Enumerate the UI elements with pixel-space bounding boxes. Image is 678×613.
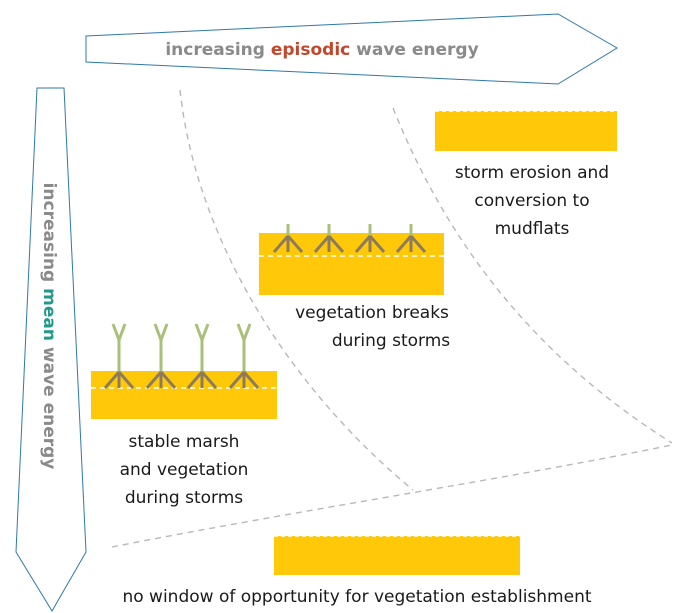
healthy-plant	[186, 323, 218, 389]
no-window-label: no window of opportunity for vegetation …	[122, 587, 591, 607]
boundary-line-lower	[111, 444, 673, 548]
broken-plant	[354, 224, 386, 253]
regime-boundaries	[111, 89, 673, 548]
stable-label-line2: and vegetation	[120, 460, 249, 480]
healthy-plant	[228, 323, 260, 389]
mean-keyword: mean	[39, 288, 59, 341]
stable-label-line1: stable marsh	[129, 432, 240, 452]
storm-label-line3: mudflats	[495, 219, 570, 239]
stable-label-line3: during storms	[125, 488, 243, 508]
stable-marsh-label: stable marsh and vegetation during storm…	[120, 432, 249, 508]
no-window-block	[274, 535, 520, 575]
broken-veg-sediment	[259, 233, 444, 295]
stable-marsh-block	[91, 323, 277, 419]
boundary-curve-inner	[179, 89, 414, 491]
stable-marsh-sediment	[91, 371, 277, 419]
storm-label-line2: conversion to	[474, 191, 589, 211]
no-window-sediment	[274, 536, 520, 575]
mean-arrow-label: increasing mean wave energy	[39, 183, 59, 470]
healthy-plant	[145, 323, 177, 389]
episodic-arrow-shape	[85, 13, 618, 85]
boundary-curve-outer	[392, 107, 673, 444]
mean-energy-arrow: increasing mean wave energy	[15, 87, 87, 612]
episodic-arrow-label: increasing episodic wave energy	[165, 40, 478, 60]
broken-plant	[395, 224, 427, 253]
mudflat-block	[435, 110, 617, 151]
breaks-label-line1: vegetation breaks	[295, 303, 449, 323]
broken-vegetation-block	[259, 224, 444, 295]
broken-plant	[272, 224, 304, 253]
storm-erosion-label: storm erosion and conversion to mudflats	[455, 163, 609, 239]
mean-arrow-shape	[15, 87, 87, 612]
healthy-plant	[103, 323, 135, 389]
broken-plant	[313, 224, 345, 253]
storm-label-line1: storm erosion and	[455, 163, 609, 183]
episodic-keyword: episodic	[271, 40, 350, 60]
episodic-energy-arrow: increasing episodic wave energy	[85, 13, 618, 85]
vegetation-breaks-label: vegetation breaks during storms	[295, 303, 450, 351]
breaks-label-line2: during storms	[332, 331, 450, 351]
mudflat-sediment	[435, 111, 617, 151]
